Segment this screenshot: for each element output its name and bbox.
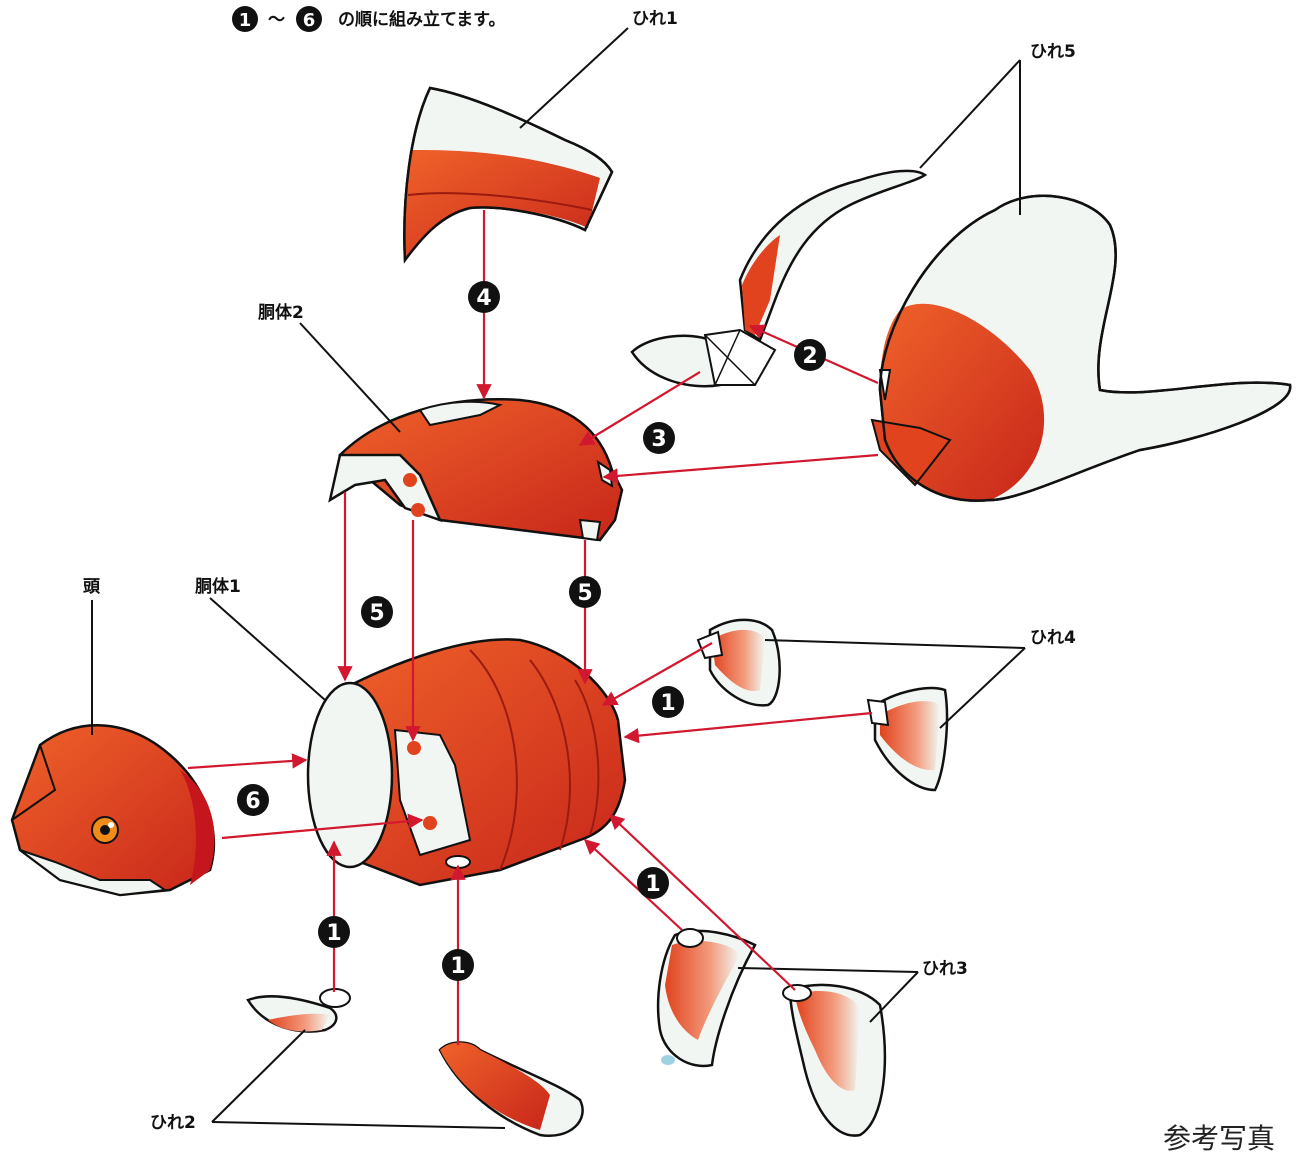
step-4-number: 4 (476, 286, 491, 311)
step-6-number: 6 (245, 789, 260, 814)
instruction-line: 1 〜 6 の順に組み立てます。 (232, 6, 505, 32)
fin1-part (404, 88, 612, 260)
arrow-fin5-small-to-body2 (580, 372, 700, 445)
fin1-leader-line (520, 28, 628, 128)
step-1-number-fin2b: 1 (450, 954, 465, 979)
fin3-leader-line-a (738, 968, 918, 972)
fin4-part-a (698, 620, 780, 705)
arrow-fin5-to-body2 (604, 455, 878, 477)
fin2-leader-line-b (212, 1122, 505, 1128)
end-step-number: 6 (303, 10, 316, 31)
instruction-text: の順に組み立てます。 (338, 9, 505, 30)
fin5-part (872, 196, 1290, 501)
step-2-number: 2 (802, 344, 817, 369)
fin2-leader-line-a (212, 1030, 305, 1122)
body1-part (308, 639, 625, 885)
fin5-label: ひれ5 (1030, 42, 1076, 62)
fin4-part-b (868, 688, 947, 790)
head-part (12, 725, 215, 895)
fin4-label: ひれ4 (1030, 628, 1076, 648)
reference-photo-note: 参考写真 (1163, 1122, 1275, 1155)
step-1-number-fin4: 1 (660, 691, 675, 716)
step-5-number-right: 5 (577, 581, 592, 606)
fin5-small-part (632, 171, 925, 386)
body2-leader-line (300, 323, 400, 432)
step-1-number-fin2a: 1 (326, 921, 341, 946)
body2-label: 胴体2 (258, 302, 304, 323)
assembly-arrows (188, 210, 878, 1045)
body1-leader-line (210, 598, 325, 700)
head-label: 頭 (83, 577, 101, 597)
step-5-number-left: 5 (369, 601, 384, 626)
fin4-leader-line-b (940, 648, 1025, 728)
fin2-part-a (248, 989, 350, 1032)
fin5-leader-line-a (920, 60, 1020, 168)
fin2-label: ひれ2 (150, 1113, 196, 1133)
fin4-leader-line-a (765, 640, 1025, 648)
start-step-number: 1 (239, 10, 252, 31)
fin2-part-b (440, 1043, 583, 1136)
fin3-part-b (783, 985, 885, 1136)
body2-part (330, 399, 622, 540)
fin3-part-a (658, 929, 755, 1066)
fin3-leader-line-b (870, 972, 918, 1022)
arrow-head-to-body1-top (188, 760, 306, 768)
fin1-label: ひれ1 (632, 9, 678, 29)
instruction-tilde: 〜 (268, 10, 285, 30)
fin3-label: ひれ3 (922, 959, 968, 979)
step-3-number: 3 (651, 427, 666, 452)
body1-label: 胴体1 (195, 576, 241, 597)
step-1-number-fin3: 1 (645, 872, 660, 897)
